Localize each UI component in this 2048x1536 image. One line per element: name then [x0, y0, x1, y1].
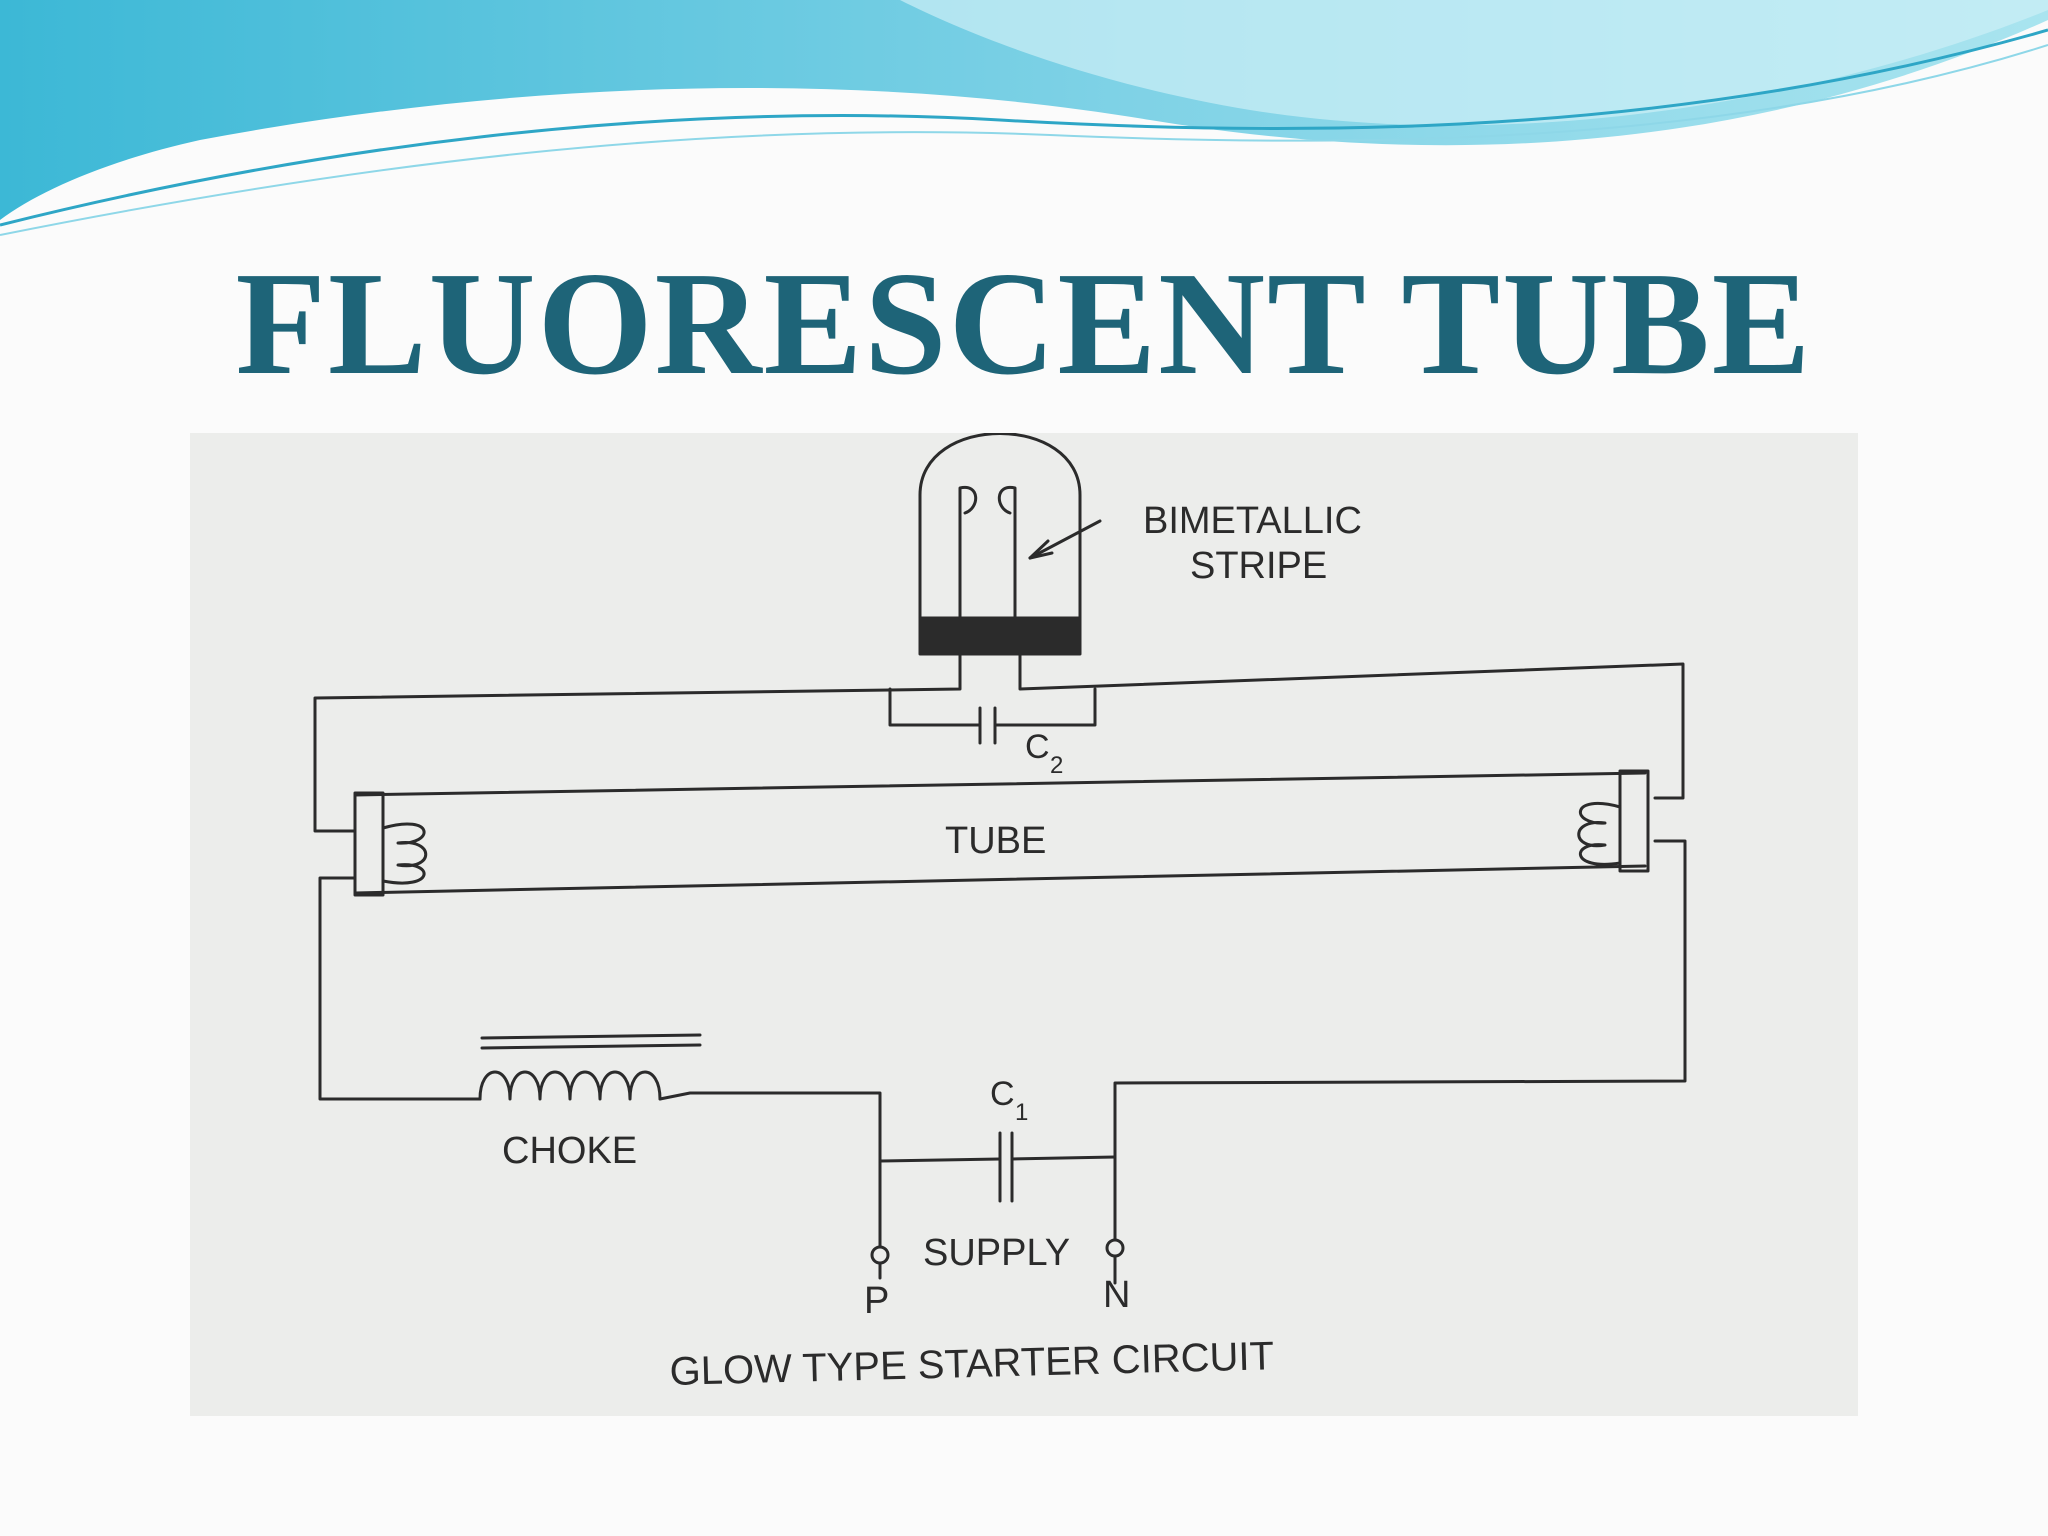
- wire-capacitor2-right: [993, 687, 1097, 727]
- tube-end-cap-right: [1618, 769, 1650, 873]
- wire-capacitor1-left: [878, 1157, 1002, 1163]
- supply-label: SUPPLY: [923, 1232, 1070, 1274]
- neutral-terminal: [1105, 1238, 1125, 1258]
- bimetallic-arrow-head: [1028, 539, 1054, 560]
- choke-core-2: [480, 1043, 702, 1050]
- choke-core-1: [480, 1033, 702, 1040]
- tube-end-cap-left: [353, 791, 385, 897]
- wire-choke-to-phase: [658, 1091, 882, 1280]
- tube-top-edge: [353, 771, 1647, 797]
- filament-right: [1577, 801, 1622, 866]
- starter-base: [918, 616, 1082, 656]
- diagram-caption: GLOW TYPE STARTER CIRCUIT: [669, 1334, 1274, 1394]
- bimetallic-strip-right: [997, 485, 1017, 620]
- wire-top-left: [313, 652, 962, 833]
- header-wave-decoration: [0, 0, 2048, 236]
- tube-label: TUBE: [945, 820, 1046, 862]
- wire-top-right: [1018, 652, 1685, 800]
- bimetallic-strip-left: [958, 485, 978, 620]
- wave-line-2: [0, 44, 2048, 236]
- bimetallic-label-line1: BIMETALLIC: [1143, 500, 1362, 542]
- capacitor2-label: C: [1025, 728, 1050, 766]
- bimetallic-pointer-arrow: [1028, 519, 1102, 560]
- phase-label: P: [864, 1280, 889, 1322]
- starter-bulb: [918, 433, 1082, 620]
- wire-capacitor1-right: [1010, 1155, 1117, 1161]
- capacitor1-label: C: [990, 1075, 1015, 1113]
- slide-title: FLUORESCENT TUBE: [235, 242, 1813, 406]
- capacitor1-subscript: 1: [1015, 1099, 1028, 1126]
- neutral-label: N: [1103, 1274, 1130, 1316]
- phase-terminal: [870, 1245, 890, 1265]
- bimetallic-label-line2: STRIPE: [1190, 545, 1327, 587]
- capacitor2-subscript: 2: [1050, 752, 1063, 779]
- filament-left: [381, 822, 428, 885]
- wire-left-down: [318, 876, 482, 1101]
- glow-starter-circuit-diagram: BIMETALLIC STRIPE C 2 TUBE CHOKE C 1 SUP…: [313, 433, 1687, 1394]
- choke-coil: [478, 1070, 662, 1101]
- circuit-figure: BIMETALLIC STRIPE C 2 TUBE CHOKE C 1 SUP…: [190, 433, 1858, 1416]
- tube-bottom-edge: [353, 864, 1647, 895]
- wire-right-down: [1113, 839, 1687, 1285]
- wave-line-1: [0, 28, 2048, 227]
- choke-label: CHOKE: [502, 1130, 637, 1172]
- wire-capacitor2-left: [888, 687, 982, 727]
